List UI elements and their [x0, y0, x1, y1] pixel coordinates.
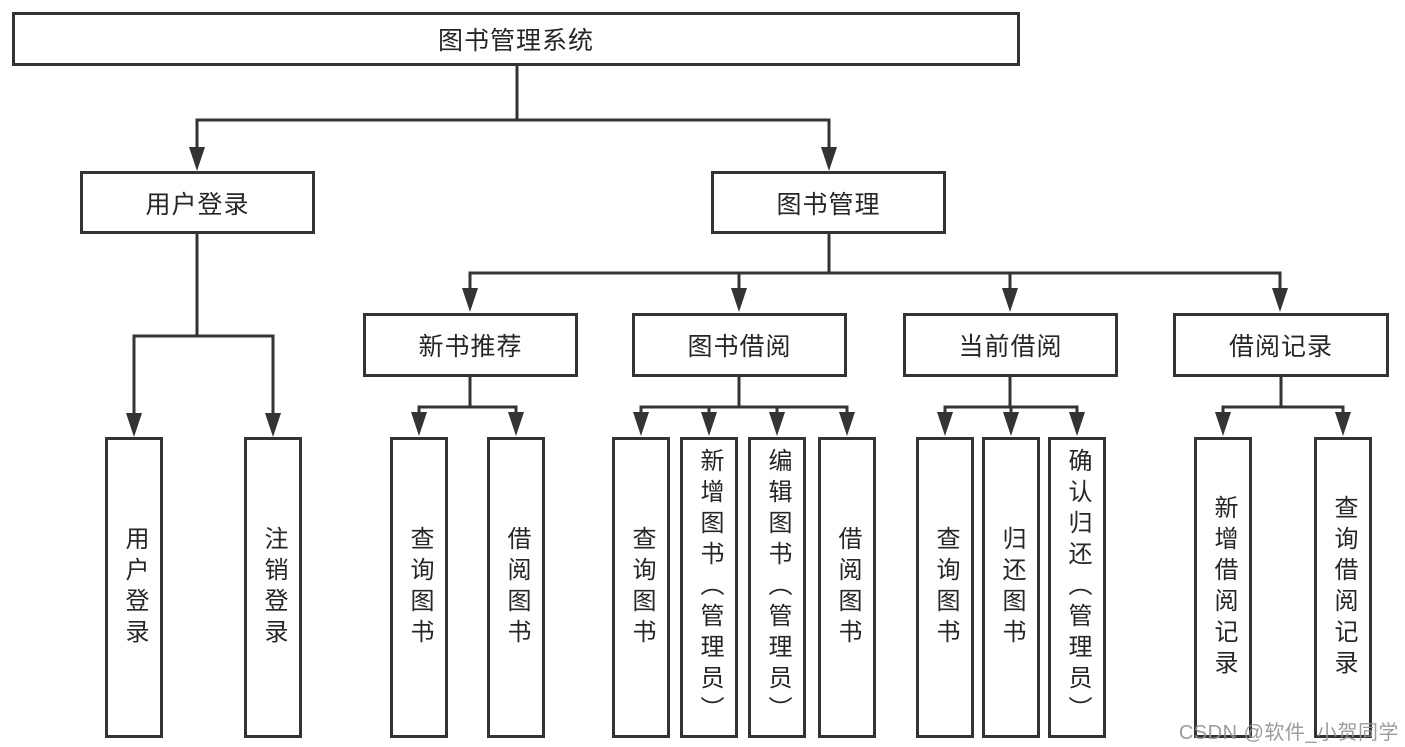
leaf-br-query-record: 查询借阅记录: [1314, 437, 1372, 738]
leaf-br-query-record-label: 查询借阅记录: [1330, 494, 1357, 681]
leaf-bb-query-book-label: 查询图书: [628, 525, 655, 650]
leaf-bb-add-book-admin: 新增图书（管理员）: [680, 437, 738, 738]
leaf-user-login: 用户登录: [105, 437, 163, 738]
leaf-logout-label: 注销登录: [260, 525, 287, 650]
node-new-book-recommend: 新书推荐: [363, 313, 578, 377]
node-borrow-records-label: 借阅记录: [1228, 333, 1333, 361]
csdn-watermark: CSDN @软件_小贺同学: [1178, 722, 1399, 744]
leaf-rec-borrow-book: 借阅图书: [487, 437, 545, 738]
leaf-bb-add-book-admin-label: 新增图书（管理员）: [696, 448, 723, 727]
leaf-cb-query-book-label: 查询图书: [932, 525, 959, 650]
leaf-bb-edit-book-admin-label: 编辑图书（管理员）: [764, 448, 791, 727]
connector-root-to-level2: [195, 66, 831, 150]
connector-current-borrowing-branch: [943, 377, 1079, 415]
node-book-borrowing: 图书借阅: [632, 313, 847, 377]
node-root-label: 图书管理系统: [437, 27, 594, 55]
leaf-rec-query-book-label: 查询图书: [406, 525, 433, 650]
leaf-bb-edit-book-admin: 编辑图书（管理员）: [748, 437, 806, 738]
leaf-cb-return-book-label: 归还图书: [998, 525, 1025, 650]
connector-borrow-records-branch: [1221, 377, 1345, 415]
node-book-management-label: 图书管理: [776, 190, 881, 219]
leaf-bb-query-book: 查询图书: [612, 437, 670, 738]
leaf-bb-borrow-book: 借阅图书: [818, 437, 876, 738]
leaf-bb-borrow-book-label: 借阅图书: [834, 525, 861, 650]
leaf-rec-borrow-book-label: 借阅图书: [503, 525, 530, 650]
connector-book-management-branch: [468, 233, 1282, 291]
leaf-br-add-record: 新增借阅记录: [1194, 437, 1252, 738]
leaf-cb-return-book: 归还图书: [982, 437, 1040, 738]
leaf-rec-query-book: 查询图书: [390, 437, 448, 738]
leaf-cb-confirm-return-admin-label: 确认归还（管理员）: [1064, 448, 1091, 727]
leaf-cb-query-book: 查询图书: [916, 437, 974, 738]
node-root: 图书管理系统: [12, 12, 1020, 66]
arrowheads: [126, 147, 1351, 437]
connector-new-book-recommend-branch: [417, 377, 518, 415]
leaf-cb-confirm-return-admin: 确认归还（管理员）: [1048, 437, 1106, 738]
node-borrow-records: 借阅记录: [1173, 313, 1389, 377]
node-current-borrowing: 当前借阅: [903, 313, 1118, 377]
node-book-borrowing-label: 图书借阅: [687, 333, 792, 361]
leaf-br-add-record-label: 新增借阅记录: [1210, 494, 1237, 681]
node-new-book-recommend-label: 新书推荐: [418, 333, 523, 361]
node-user-login-label: 用户登录: [145, 190, 250, 219]
connector-book-borrowing-branch: [639, 377, 849, 415]
node-current-borrowing-label: 当前借阅: [958, 333, 1063, 361]
node-user-login: 用户登录: [80, 171, 315, 234]
leaf-logout: 注销登录: [244, 437, 302, 738]
leaf-user-login-label: 用户登录: [121, 525, 148, 650]
node-book-management: 图书管理: [711, 171, 946, 234]
connector-user-login-branch: [132, 233, 275, 416]
